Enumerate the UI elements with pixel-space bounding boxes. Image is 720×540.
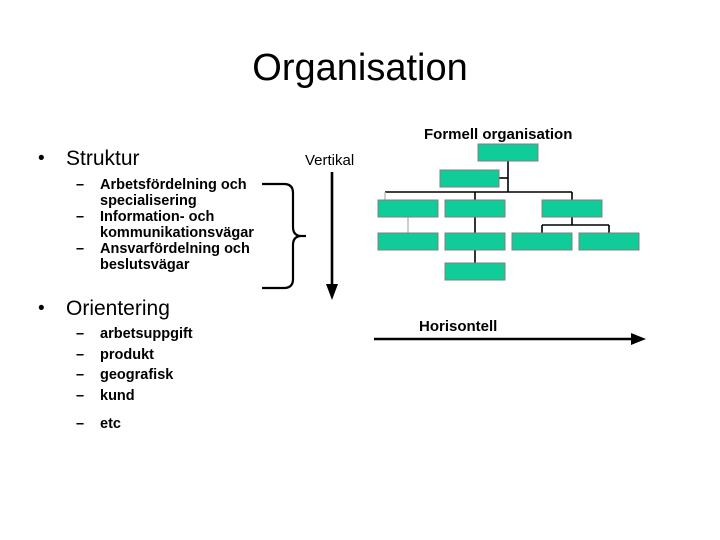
vertical-arrow-icon [326,172,338,300]
bullet-struktur-label: Struktur [66,147,140,170]
dash-marker-icon: – [76,241,85,257]
bullet-orientering: • Orientering [28,296,296,322]
dash-marker-icon: – [76,209,85,225]
list-item-label: etc [100,416,121,432]
chart-box [439,169,500,188]
dash-marker-icon: – [76,326,85,342]
horizontal-arrow-icon [374,333,646,345]
bullet-orientering-label: Orientering [66,297,170,320]
list-item: – etc [28,416,296,433]
list-item: – Arbetsfördelning och specialisering [28,177,296,209]
brace-icon [262,182,306,290]
vertikal-label: Vertikal [305,152,355,169]
formell-organisation-label: Formell organisation [424,126,573,143]
list-item: – geografisk [28,367,296,384]
list-item-label: arbetsuppgift [100,326,193,342]
dash-marker-icon: – [76,416,85,432]
chart-box [511,232,573,251]
formell-organisation-chart [377,143,640,281]
bullet-marker-icon: • [38,148,45,169]
dash-marker-icon: – [76,346,85,363]
chart-box [377,232,439,251]
bullet-struktur: • Struktur [28,146,296,172]
chart-box [377,199,439,218]
list-item-label: geografisk [100,367,174,383]
list-item: – produkt [28,346,296,364]
bullet-marker-icon: • [38,298,45,319]
horisontell-label: Horisontell [419,318,498,335]
chart-box [444,199,506,218]
chart-connectors [385,161,610,263]
dash-marker-icon: – [76,177,85,193]
list-item-label: Information- och kommunikationsvägar [100,209,254,241]
list-item-label: Ansvarfördelning och beslutsvägar [100,241,250,273]
bullet-group-orientering: • Orientering [28,296,296,322]
bullet-group-struktur: • Struktur [28,146,296,172]
chart-box [444,262,506,281]
page-title: Organisation [252,47,468,89]
dash-marker-icon: – [76,387,85,404]
sub-list-orientering: – arbetsuppgift – produkt – geografisk –… [28,326,296,438]
list-item-label: Arbetsfördelning och specialisering [100,177,247,209]
chart-box [444,232,506,251]
list-item-label: produkt [100,346,154,363]
chart-box [541,199,603,218]
chart-box [578,232,640,251]
list-item: – kund [28,387,296,405]
chart-boxes [377,143,640,281]
list-item-label: kund [100,387,135,404]
sub-list-struktur: – Arbetsfördelning och specialisering – … [28,177,296,274]
list-item: – Ansvarfördelning och beslutsvägar [28,241,296,273]
list-item: – arbetsuppgift [28,326,296,343]
list-item: – Information- och kommunikationsvägar [28,209,296,241]
chart-box [477,143,539,162]
dash-marker-icon: – [76,367,85,383]
